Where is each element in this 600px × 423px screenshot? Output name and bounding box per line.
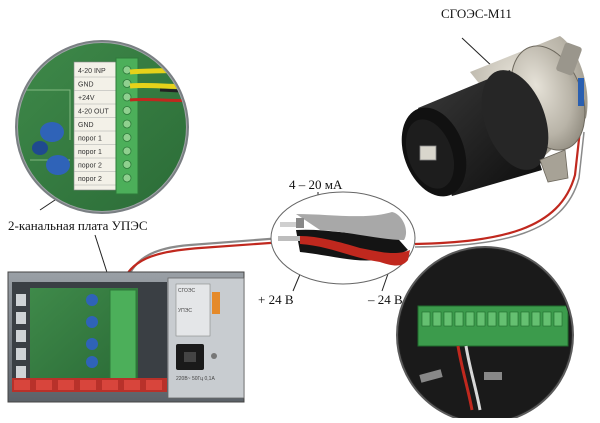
capacitor-icon <box>86 316 98 328</box>
terminal-label: GND <box>78 82 94 89</box>
panel-label-power: 220В~ 50Гц 0,1А <box>176 376 215 382</box>
terminal-screw-icon <box>553 311 563 327</box>
wire-grey-right <box>414 131 585 248</box>
current-label: 4 – 20 мА <box>289 177 343 192</box>
terminal-screw-icon <box>122 92 132 102</box>
sensor-terminal-magnifier <box>396 246 574 423</box>
panel-label-upes: УПЭС <box>178 308 192 314</box>
terminal-screw-icon <box>122 173 132 183</box>
terminal-screw-icon <box>531 311 541 327</box>
terminal-label: 4-20 INP <box>78 68 106 75</box>
terminal-label: порог 1 <box>78 136 102 143</box>
terminal-label: 4-20 OUT <box>78 109 109 116</box>
minus-24v-label: – 24 В <box>368 292 403 307</box>
sensor-callout-line <box>461 37 495 69</box>
terminal-label: порог 1 <box>78 149 102 156</box>
capacitor-icon <box>40 122 64 142</box>
terminal-screw-icon <box>520 311 530 327</box>
terminal-closeup-magnifier: 4-20 INP GND +24V 4-20 OUT GND порог 1 порог 1… <box>15 40 189 214</box>
terminal-screw-icon <box>487 311 497 327</box>
capacitor-icon <box>86 294 98 306</box>
terminal-screw-icon <box>465 311 475 327</box>
sensor-label: СГОЭС-М11 <box>441 6 512 21</box>
terminal-screw-icon <box>509 311 519 327</box>
capacitor-icon <box>46 155 70 175</box>
terminal-screw-icon <box>421 311 431 327</box>
terminal-label: GND <box>78 122 94 129</box>
terminal-screw-icon <box>432 311 442 327</box>
terminal-screw-icon <box>542 311 552 327</box>
terminal-label: порог 2 <box>78 163 102 170</box>
terminal-screw-icon <box>476 311 486 327</box>
connector-closeup <box>270 191 416 285</box>
terminal-screw-icon <box>122 133 132 142</box>
capacitor-icon <box>86 338 98 350</box>
board-label: 2-канальная плата УПЭС <box>8 218 148 233</box>
terminal-screw-icon <box>122 146 132 156</box>
terminal-label-strip <box>73 61 117 191</box>
terminal-screw-icon <box>122 160 132 169</box>
plus-24v-label: + 24 В <box>258 292 294 307</box>
terminal-screw-icon <box>498 311 508 327</box>
upes-plate <box>109 289 137 386</box>
terminal-screw-icon <box>122 106 132 115</box>
rack-illustration: СГОЭС УПЭС 220В~ 50Гц 0,1А <box>7 271 245 403</box>
terminal-screw-icon <box>122 119 132 129</box>
sensor-illustration <box>401 36 588 197</box>
terminal-label: порог 2 <box>78 176 102 183</box>
capacitor-icon <box>86 356 98 368</box>
terminal-labels: 4-20 INP GND +24V 4-20 OUT GND порог 1 порог 1… <box>74 68 116 186</box>
terminal-label: +24V <box>78 95 95 102</box>
terminal-screw-icon <box>122 79 132 88</box>
terminal-screw-icon <box>443 311 453 327</box>
panel-label-top: СГОЭС <box>178 288 196 294</box>
terminal-screw-icon <box>454 311 464 327</box>
wire-red-right <box>414 129 582 246</box>
